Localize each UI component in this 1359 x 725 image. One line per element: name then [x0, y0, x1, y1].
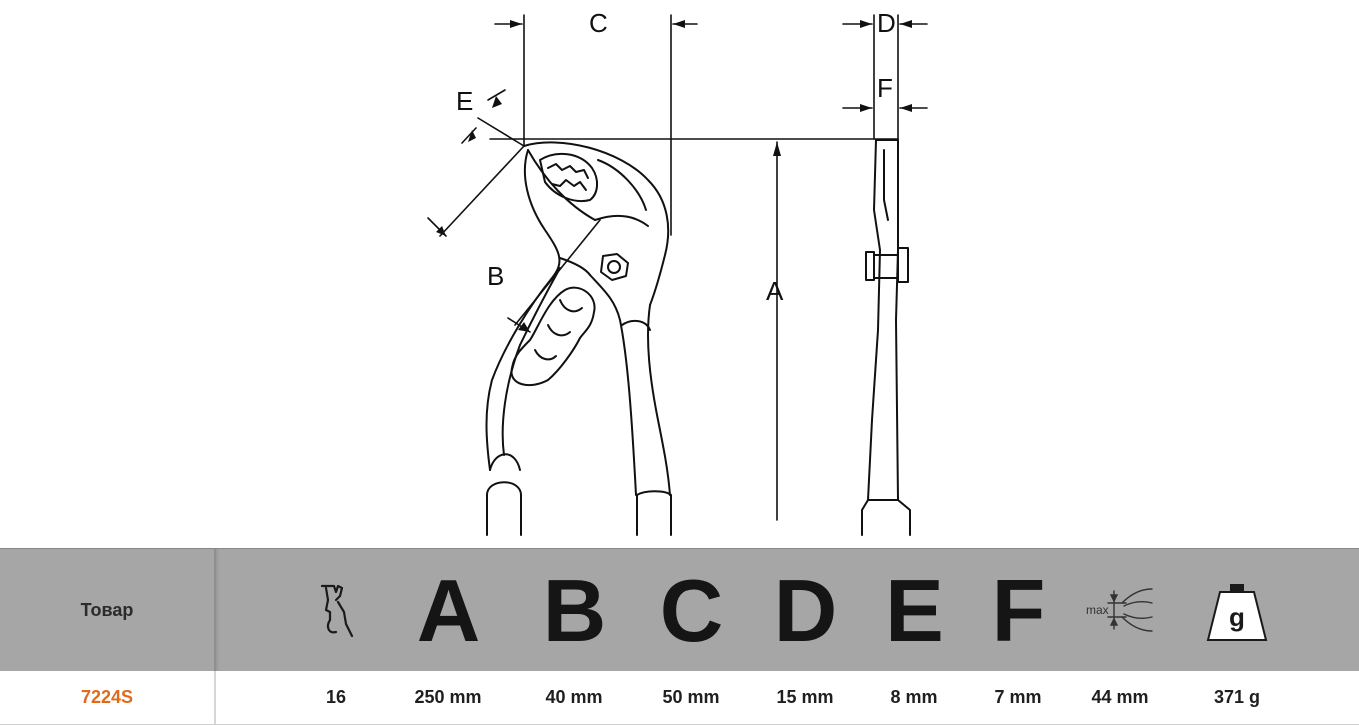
dimension-label-e: E — [456, 86, 473, 116]
pliers-side-view — [861, 139, 911, 536]
weight-icon: g — [1196, 549, 1278, 672]
dimension-label-f: F — [877, 73, 893, 103]
dimension-d-value: 15 mm — [776, 687, 834, 707]
header-letter-a: A — [416, 560, 481, 660]
dimension-f-value: 7 mm — [994, 687, 1042, 707]
header-letter-f: F — [991, 560, 1046, 660]
header-letter-b: B — [542, 560, 607, 660]
header-letter-d: D — [773, 560, 838, 660]
dimension-label-a: A — [766, 276, 784, 306]
dimension-label-b: B — [487, 261, 504, 291]
product-column-header: Товар — [0, 549, 216, 672]
jaw-positions-icon — [300, 549, 372, 672]
max-label: max — [1086, 603, 1109, 617]
weight-unit-label: g — [1229, 602, 1245, 632]
capacity-value: 44 mm — [1091, 687, 1149, 707]
spec-table: Товар A B C D E F — [0, 548, 1359, 725]
header-letter-c: C — [659, 560, 724, 660]
max-capacity-icon: max — [1080, 549, 1160, 672]
weight-value: 371 g — [1213, 687, 1261, 707]
dimension-c-value: 50 mm — [662, 687, 720, 707]
technical-drawing: C D F E B A — [427, 8, 928, 536]
header-letter-e: E — [885, 560, 944, 660]
dimension-label-d: D — [877, 8, 896, 38]
spec-header-row: Товар A B C D E F — [0, 548, 1359, 672]
product-code-link[interactable]: 7224S — [0, 671, 216, 724]
dimension-e-value: 8 mm — [890, 687, 938, 707]
dimension-arrowheads — [436, 20, 912, 332]
dimension-a-value: 250 mm — [414, 687, 482, 707]
dimension-label-c: C — [589, 8, 608, 38]
positions-value: 16 — [325, 687, 347, 707]
dimension-b-value: 40 mm — [545, 687, 603, 707]
table-row: 7224S 16 250 mm 40 mm 50 mm 15 mm 8 mm 7… — [0, 671, 1359, 725]
pliers-front-view — [485, 141, 672, 536]
